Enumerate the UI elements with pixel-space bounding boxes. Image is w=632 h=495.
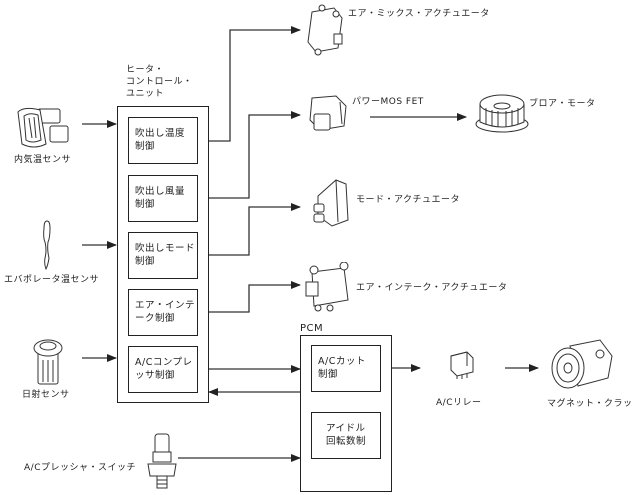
blower-motor-icon [475, 94, 529, 133]
cabin-temp-sensor-icon [17, 107, 69, 148]
pcm-block-ac-cut: A/Cカット 制御 [311, 345, 381, 392]
pcm-block-idle-speed: アイドル 回転数制 [311, 412, 381, 459]
block-label: A/Cカット 制御 [318, 356, 366, 380]
mode-actuator-icon [313, 179, 349, 227]
ac-pressure-switch-icon [147, 433, 177, 489]
air-mix-actuator-label: エア・ミックス・アクチュエータ [348, 9, 490, 19]
block-label: A/Cコンプレ ッサ制御 [135, 357, 193, 381]
hcu-title-line: ヒータ・ [126, 65, 165, 75]
hcu-block-air-intake: エア・インテ ーク制御 [128, 289, 198, 336]
hcu-title-line: ユニット [126, 89, 165, 99]
ac-relay-icon [450, 351, 474, 379]
power-mosfet-icon [309, 95, 347, 131]
blower-motor-label: ブロア・モータ [529, 99, 596, 109]
arrow-volume-to-mosfet [198, 111, 301, 199]
arrow-mode-to-mode-actuator [198, 203, 301, 256]
arrow-temp-to-airmix [198, 26, 301, 142]
ac-pressure-switch-label: A/Cプレッシャ・スイッチ [24, 463, 136, 473]
pcm-title: PCM [300, 323, 324, 334]
block-label: 吹出しモード 制御 [135, 243, 196, 267]
hcu-block-outlet-volume: 吹出し風量 制御 [128, 175, 198, 222]
cabin-temp-sensor-label: 内気温センサ [14, 155, 72, 165]
hcu-title-line: コントロール・ [126, 77, 193, 87]
arrow-intake-to-intake-actuator [198, 281, 301, 313]
block-label: 吹出し温度 制御 [135, 128, 186, 152]
evaporator-temp-sensor-label: エバポレータ温センサ [4, 275, 100, 285]
block-label: 吹出し風量 制御 [135, 186, 186, 210]
ac-relay-label: A/Cリレー [436, 398, 482, 408]
power-mosfet-label: パワーMOS FET [352, 97, 424, 107]
air-mix-actuator-icon [307, 4, 343, 56]
magnet-clutch-icon [551, 339, 613, 389]
block-label: エア・インテ ーク制御 [135, 300, 196, 324]
hcu-title: ヒータ・ コントロール・ ユニット [126, 64, 193, 100]
air-intake-actuator-label: エア・インテーク・アクチュエータ [356, 283, 508, 293]
air-intake-actuator-icon [305, 262, 349, 312]
hcu-block-outlet-temp: 吹出し温度 制御 [128, 117, 198, 164]
hcu-block-outlet-mode: 吹出しモード 制御 [128, 232, 198, 279]
evaporator-temp-sensor-icon [43, 220, 51, 270]
solar-sensor-label: 日射センサ [22, 390, 70, 400]
solar-sensor-icon [33, 339, 63, 385]
block-label: アイドル 回転数制 [326, 423, 367, 447]
magnet-clutch-label: マグネット・クラッチ [547, 399, 632, 409]
hcu-block-ac-compressor: A/Cコンプレ ッサ制御 [128, 346, 198, 393]
mode-actuator-label: モード・アクチュエータ [356, 195, 461, 205]
